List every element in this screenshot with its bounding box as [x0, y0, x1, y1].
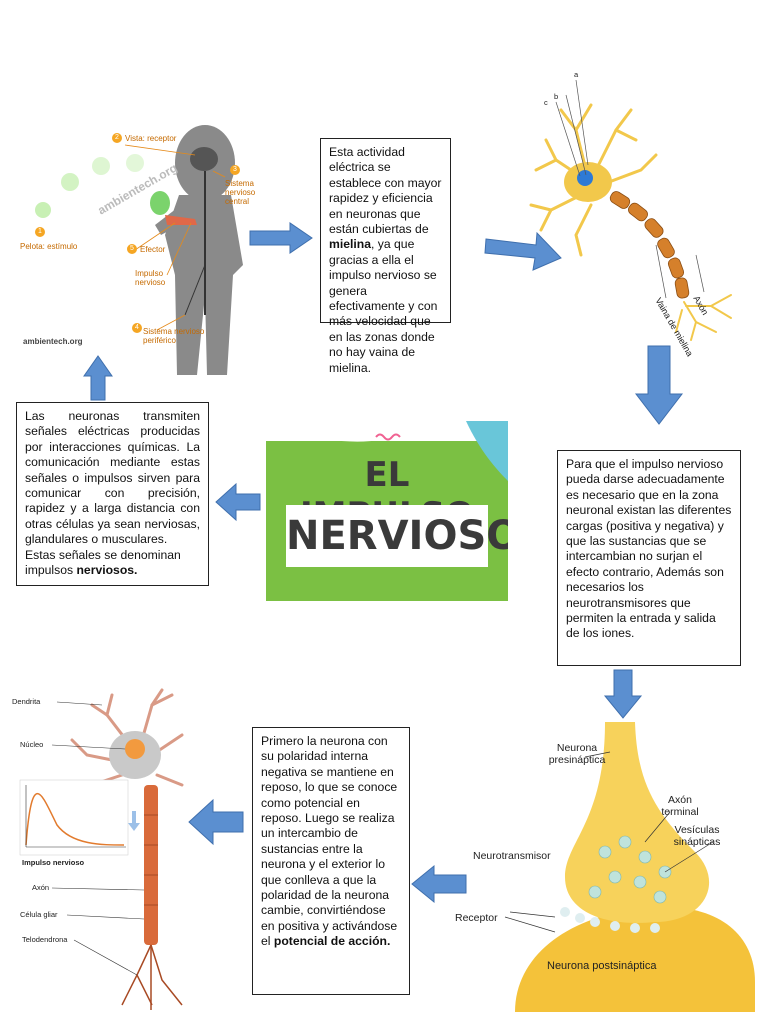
label-a: a — [574, 70, 579, 79]
label-vesiculas: Vesículas sinápticas — [673, 824, 721, 848]
snc-badge: 3 — [233, 166, 237, 173]
arrow-right-1 — [249, 222, 313, 254]
label-dendrita: Dendrita — [12, 697, 41, 706]
potencial-text-box: Primero la neurona con su polaridad inte… — [252, 727, 410, 995]
cargas-text: Para que el impulso nervioso pueda darse… — [566, 457, 732, 641]
label-postsinaptica: Neurona postsináptica — [547, 960, 657, 972]
arrow-left-2 — [188, 798, 244, 846]
senales-text-box: Las neuronas transmiten señales eléctric… — [16, 402, 209, 586]
title-line2-bg: NERVIOSO — [286, 505, 508, 567]
cargas-text-box: Para que el impulso nervioso pueda darse… — [557, 450, 741, 666]
mielina-text: Esta actividad eléctrica se establece co… — [329, 145, 442, 237]
label-neurotransmisor: Neurotransmisor — [473, 850, 551, 862]
mielina-text-box: Esta actividad eléctrica se establece co… — [320, 138, 451, 375]
label-pelota: Pelota: estímulo — [20, 242, 78, 251]
receptor-badge: 2 — [115, 134, 119, 141]
senales-bold: nerviosos. — [76, 563, 138, 578]
ball-badge: 1 — [38, 228, 42, 235]
mielina-text-after: , ya que gracias a ella el impulso nervi… — [329, 237, 438, 375]
label-presinaptica: Neurona presináptica — [548, 742, 606, 766]
label-c: c — [544, 98, 548, 107]
nervous-system-figure: 1 2 3 4 5 Pelota: estímulo Vista: recept… — [15, 115, 255, 375]
arrow-left-1 — [411, 864, 467, 904]
mielina-bold: mielina — [329, 237, 371, 252]
arrow-right-2 — [484, 231, 562, 271]
synapse-drawing — [504, 722, 755, 1012]
senales-text: Las neuronas transmiten señales eléctric… — [25, 409, 200, 547]
label-receptor: Receptor — [455, 912, 498, 924]
neuron-impulse-figure: Dendrita Núcleo Impulso nervioso Axón Cé… — [12, 685, 192, 1015]
title-banner: EL IMPULSO NERVIOSO — [266, 421, 508, 601]
synapse-figure: Neurona presináptica Axón terminal Vesíc… — [455, 722, 755, 1012]
label-efector: Efector — [140, 245, 166, 254]
label-snc: Sistema nervioso central — [225, 179, 256, 206]
human-silhouette — [35, 125, 243, 375]
label-receptor: Vista: receptor — [125, 134, 177, 143]
label-celula-glial: Célula gliar — [20, 910, 58, 919]
label-axon-terminal: Axón terminal — [661, 794, 699, 818]
myelin-neuron-figure: a b c Axón Vaina de mielina — [516, 70, 746, 360]
senales-tail: Estas señales se denominan impulsos — [25, 547, 181, 578]
label-telodendrona: Telodendrona — [22, 935, 68, 944]
label-nucleo: Núcleo — [20, 740, 44, 749]
arrow-up-1 — [83, 355, 113, 401]
arrow-left-3 — [215, 482, 261, 522]
arrow-down-1 — [634, 345, 684, 425]
label-axon: Axón — [32, 883, 50, 892]
banner-decoration — [266, 421, 508, 481]
label-snp: Sistema nervioso periférico — [143, 327, 205, 345]
neuron-drawing — [529, 79, 732, 341]
potencial-bold: potencial de acción. — [273, 934, 391, 949]
label-impulso: Impulso nervioso — [22, 858, 85, 867]
efector-badge: 5 — [130, 245, 134, 252]
title-line2: NERVIOSO — [286, 513, 508, 559]
label-impulso: Impulso nervioso — [135, 269, 166, 287]
neuron-impulse-drawing — [19, 688, 184, 1010]
snp-badge: 4 — [135, 324, 139, 331]
source-label: ambientech.org — [23, 337, 83, 346]
arrow-down-2 — [603, 669, 643, 719]
label-b: b — [554, 92, 559, 101]
potencial-text: Primero la neurona con su polaridad inte… — [261, 734, 398, 949]
